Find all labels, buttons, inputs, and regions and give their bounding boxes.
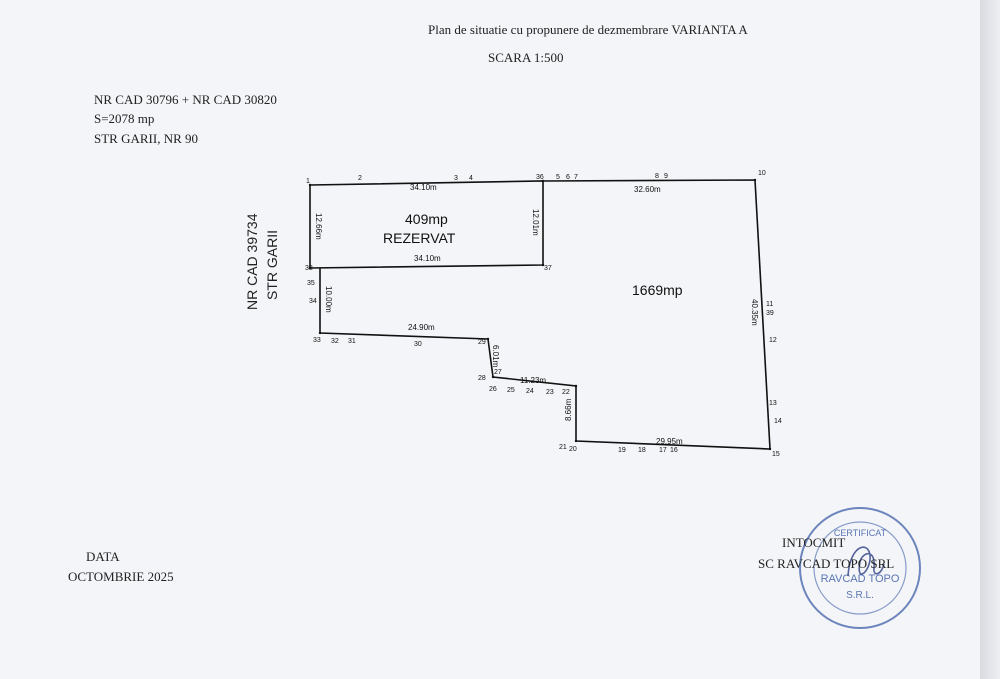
point-label: 15	[772, 451, 780, 458]
dimension-label: 10.00m	[324, 286, 333, 313]
reserved-plot-status: REZERVAT	[383, 230, 456, 246]
point-label: 37	[544, 265, 552, 272]
point-label: 38	[305, 265, 313, 272]
point-label: 23	[546, 389, 554, 396]
point-label: 25	[507, 387, 515, 394]
point-label: 3	[454, 175, 458, 182]
point-label: 1	[306, 178, 310, 185]
point-label: 39	[766, 310, 774, 317]
dimension-label: 34.10m	[410, 183, 437, 192]
point-label: 29	[478, 339, 486, 346]
point-label: 19	[618, 447, 626, 454]
main-plot-area: 1669mp	[632, 282, 683, 298]
point-label: 32	[331, 338, 339, 345]
point-label: 28	[478, 375, 486, 382]
dimension-label: 12.01m	[531, 209, 540, 236]
point-label: 27	[494, 369, 502, 376]
date-label: DATA	[86, 549, 120, 564]
cadastral-numbers: NR CAD 30796 + NR CAD 30820	[94, 92, 277, 107]
author-label: INTOCMIT	[782, 535, 846, 550]
point-label: 33	[313, 337, 321, 344]
point-label: 8	[655, 173, 659, 180]
dimension-label: 8.66m	[564, 398, 573, 421]
dimension-label: 6.01m	[491, 345, 500, 368]
point-label: 24	[526, 388, 534, 395]
point-label: 26	[489, 386, 497, 393]
sheet-edge	[980, 0, 1000, 679]
point-label: 30	[414, 341, 422, 348]
point-label: 7	[574, 174, 578, 181]
main-plot-boundary	[319, 179, 771, 450]
point-label: 5	[556, 174, 560, 181]
point-label: 18	[638, 447, 646, 454]
dimension-label: 34.10m	[414, 254, 441, 263]
point-label: 13	[769, 400, 777, 407]
stamp-company: RAVCAD TOPO	[821, 573, 900, 585]
point-label: 17	[659, 447, 667, 454]
dimension-label: 32.60m	[634, 185, 661, 194]
dimension-label: 24.90m	[408, 323, 435, 332]
dimension-label: 29.95m	[656, 437, 683, 446]
point-label: 22	[562, 389, 570, 396]
point-label: 35	[307, 280, 315, 287]
point-label: 16	[670, 447, 678, 454]
point-label: 21	[559, 444, 567, 451]
reserved-plot-area: 409mp	[405, 211, 448, 227]
surveyor-stamp: CERTIFICAT RAVCAD TOPO S.R.L.	[799, 507, 921, 629]
point-label: 6	[566, 174, 570, 181]
point-label: 36	[536, 174, 544, 181]
point-label: 34	[309, 298, 317, 305]
plan-title: Plan de situatie cu propunere de dezmemb…	[428, 22, 748, 37]
plan-scale: SCARA 1:500	[488, 50, 564, 65]
point-label: 12	[769, 337, 777, 344]
signature-mark	[847, 546, 885, 577]
dimension-label: 12.66m	[314, 213, 323, 240]
point-label: 4	[469, 175, 473, 182]
stamp-top-text: CERTIFICAT	[834, 528, 887, 538]
point-label: 10	[758, 170, 766, 177]
vertex-markers	[308, 178, 772, 451]
point-label: 9	[664, 173, 668, 180]
point-label: 31	[348, 338, 356, 345]
author-company: SC RAVCAD TOPO SRL	[758, 556, 895, 571]
point-label: 14	[774, 418, 782, 425]
dimension-label: 40.35m	[750, 299, 759, 326]
stamp-suffix: S.R.L.	[846, 590, 874, 601]
point-label: 2	[358, 175, 362, 182]
date-value: OCTOMBRIE 2025	[68, 569, 174, 584]
street-address: STR GARII, NR 90	[94, 131, 199, 146]
point-label: 11	[766, 301, 773, 308]
total-surface: S=2078 mp	[94, 111, 155, 126]
dimension-label: 11.23m	[520, 376, 546, 385]
point-label: 20	[569, 446, 577, 453]
